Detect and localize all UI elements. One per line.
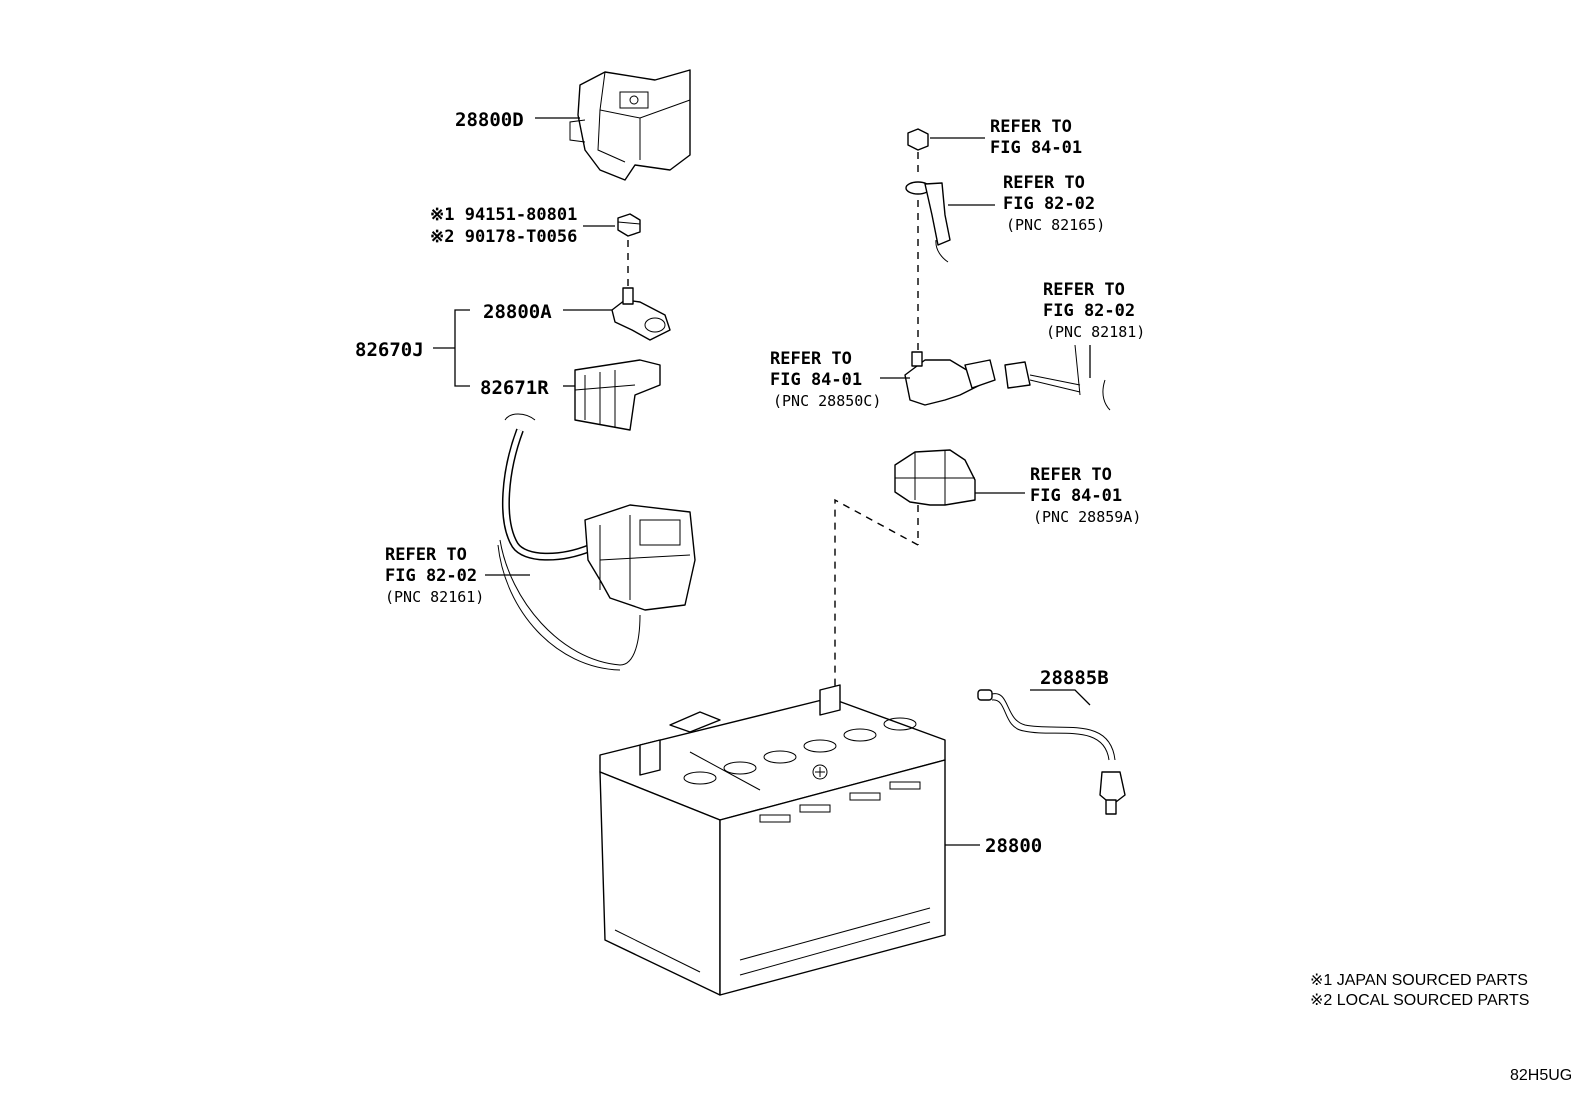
label-wire-right-3: (PNC 82181) [1046,323,1145,341]
leader-28885B [1030,689,1091,706]
label-nut-ref2: ※2 90178-T0056 [430,227,577,247]
label-sensor-2: FIG 84-01 [770,370,862,390]
label-cable-right-top-2: FIG 82-02 [1003,194,1095,214]
ground-cable-drawing [905,181,951,263]
label-sensor-3: (PNC 28850C) [773,392,881,410]
label-cable-right-top-3: (PNC 82165) [1006,216,1105,234]
label-wire-right-1: REFER TO [1043,280,1125,300]
label-nut-right-2: FIG 84-01 [990,138,1082,158]
label-sensor-cover-1: REFER TO [1030,465,1112,485]
note-japan-sourced: ※1 JAPAN SOURCED PARTS [1310,972,1528,989]
label-sensor-cover-2: FIG 84-01 [1030,486,1122,506]
label-cable-left-3: (PNC 82161) [385,588,484,606]
vent-hose-drawing [977,689,1126,815]
battery-drawing [599,684,946,996]
label-sensor-1: REFER TO [770,349,852,369]
label-nut-right-1: REFER TO [990,117,1072,137]
nut-left-drawing [617,213,641,237]
label-cable-left-1: REFER TO [385,545,467,565]
label-wire-right-2: FIG 82-02 [1043,301,1135,321]
label-28800A: 28800A [483,301,552,323]
nut-right-drawing [907,128,929,151]
label-82671R: 82671R [480,377,549,399]
sensor-cover-drawing [894,449,976,506]
label-82670J: 82670J [355,339,424,361]
clamp-drawing [611,287,671,341]
note-local-sourced: ※2 LOCAL SOURCED PARTS [1310,992,1529,1009]
label-cable-left-2: FIG 82-02 [385,566,477,586]
label-28800D: 28800D [455,109,524,131]
positive-cable-drawing [497,413,696,671]
dash-to-battery [834,498,919,700]
battery-sensor-drawing [904,344,1111,411]
label-cable-right-top-1: REFER TO [1003,173,1085,193]
figure-code: 82H5UG [1510,1067,1572,1084]
label-28800: 28800 [985,835,1042,857]
label-28885B: 28885B [1040,667,1109,689]
battery-tray-drawing [569,69,691,181]
terminal-cover-drawing [574,359,661,431]
label-sensor-cover-3: (PNC 28859A) [1033,508,1141,526]
label-nut-ref1: ※1 94151-80801 [430,205,577,225]
bracket-82670J [454,309,470,387]
